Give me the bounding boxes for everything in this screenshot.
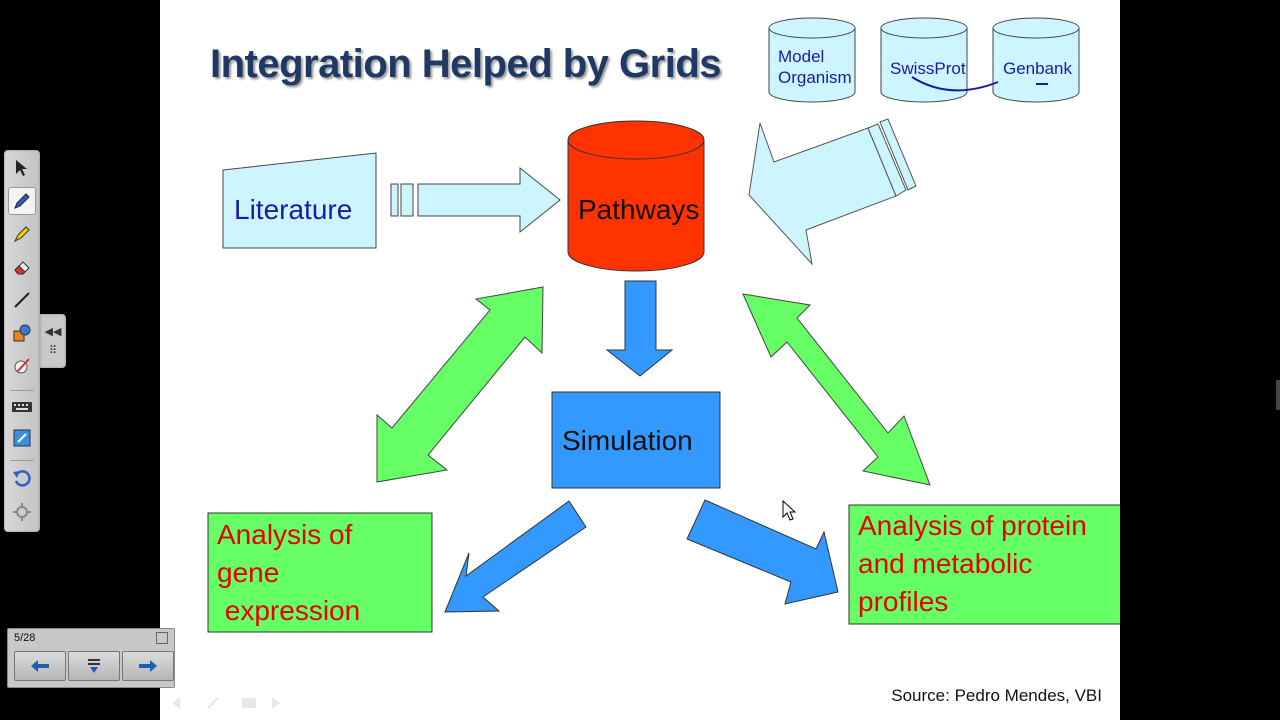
- page-menu-button[interactable]: [68, 651, 120, 681]
- database-model-organism-label: Model Organism: [778, 48, 852, 86]
- literature-box: [222, 152, 377, 249]
- analysis-gene-box: [207, 512, 433, 633]
- keyboard-icon[interactable]: [8, 393, 36, 421]
- annotation-toolbar: [4, 150, 40, 532]
- shapes-icon[interactable]: [8, 319, 36, 347]
- literature-label: Literature: [234, 194, 353, 225]
- database-genbank-label: Genbank: [1003, 59, 1072, 78]
- literature-to-pathways-arrow: [390, 166, 561, 234]
- database-model-organism: [768, 17, 856, 103]
- simulation-label: Simulation: [562, 425, 693, 456]
- page-counter: 5/28: [14, 632, 36, 644]
- next-slide-button[interactable]: [122, 651, 174, 681]
- select-arrow-icon[interactable]: [8, 154, 36, 182]
- presentation-slide: Integration Helped by Grids Model Organi…: [160, 0, 1120, 720]
- analysis-gene-label: Analysis of gene expression: [217, 519, 361, 626]
- eraser-icon[interactable]: [8, 253, 36, 281]
- slide-navigator: 5/28: [7, 628, 175, 688]
- pen-annotation-stroke: [911, 76, 999, 92]
- pathways-database: [567, 120, 705, 272]
- mouse-cursor-icon: [782, 500, 797, 521]
- database-label-line: Model: [778, 47, 825, 66]
- analysis-protein-box: [848, 504, 1120, 625]
- database-label-line: Organism: [778, 68, 852, 87]
- database-swissprot: [880, 17, 968, 103]
- source-citation: Source: Pedro Mendes, VBI: [891, 686, 1102, 705]
- toolbar-divider: [10, 460, 34, 461]
- toolbar-divider: [10, 390, 34, 391]
- line-icon[interactable]: [8, 286, 36, 314]
- pathways-to-simulation-arrow: [605, 280, 674, 377]
- faint-slide-controls: [172, 697, 280, 709]
- chevron-left-double-icon: ◀◀: [44, 326, 62, 338]
- undo-icon[interactable]: [8, 464, 36, 492]
- capture-icon[interactable]: [8, 424, 36, 452]
- magic-pen-icon[interactable]: [8, 352, 36, 380]
- database-swissprot-label: SwissProt: [890, 59, 966, 78]
- arrow-left-icon: [31, 660, 49, 672]
- diagram-canvas: [207, 17, 1120, 633]
- arrow-right-icon: [139, 660, 157, 672]
- simulation-to-gene-arrow: [444, 500, 587, 613]
- databases-to-pathways-arrow: [748, 118, 917, 266]
- scroll-indicator: [1276, 380, 1280, 410]
- grip-icon: ⠿: [48, 345, 58, 357]
- slide-title: Integration Helped by Grids: [210, 42, 722, 86]
- minimize-icon[interactable]: [156, 632, 168, 644]
- database-genbank: [992, 17, 1080, 103]
- simulation-to-protein-arrow: [686, 499, 839, 605]
- toolbar-collapse-button[interactable]: ◀◀ ⠿: [40, 314, 66, 368]
- page-menu-icon: [88, 659, 100, 673]
- gene-pathways-double-arrow: [376, 286, 544, 483]
- pathways-label: Pathways: [578, 194, 700, 225]
- highlighter-icon[interactable]: [8, 220, 36, 248]
- pen-icon[interactable]: [8, 187, 36, 215]
- right-edge-strip: [1272, 0, 1280, 720]
- settings-icon[interactable]: [8, 498, 36, 526]
- protein-pathways-double-arrow: [742, 293, 931, 486]
- analysis-protein-label: Analysis of protein and metabolic profil…: [858, 510, 1087, 617]
- previous-slide-button[interactable]: [14, 651, 66, 681]
- simulation-box: [551, 391, 721, 489]
